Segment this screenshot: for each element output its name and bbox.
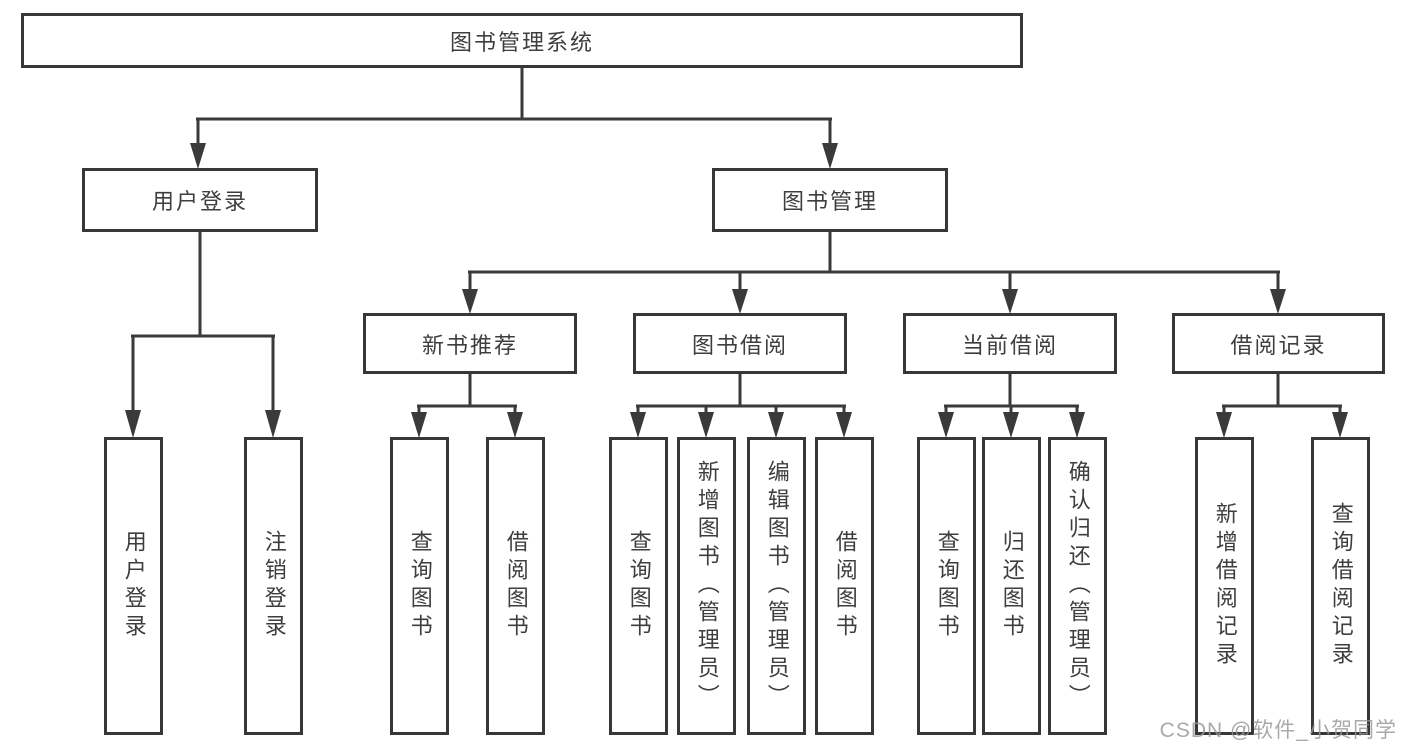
csdn-watermark: CSDN @软件_小贺同学 xyxy=(1159,719,1397,742)
connector-bookmgmt-to-level3 xyxy=(462,232,1286,314)
leaf-edit-books-admin: 编辑图书（管理员） xyxy=(747,437,806,735)
node-label: 图书管理 xyxy=(781,189,878,214)
leaf-add-books-admin: 新增图书（管理员） xyxy=(677,437,736,735)
leaf-borrow-books-1: 借阅图书 xyxy=(486,437,545,735)
node-label: 编辑图书（管理员） xyxy=(764,460,790,712)
node-user-login: 用户登录 xyxy=(82,168,318,232)
node-label: 借阅图书 xyxy=(503,530,529,642)
leaf-logout: 注销登录 xyxy=(244,437,303,735)
node-label: 注销登录 xyxy=(261,530,287,642)
leaf-borrow-books-2: 借阅图书 xyxy=(815,437,874,735)
node-label: 确认归还（管理员） xyxy=(1065,460,1091,712)
node-label: 借阅记录 xyxy=(1230,332,1327,358)
connector-userlogin-to-leaves xyxy=(125,232,281,438)
connector-borrow-to-leaves xyxy=(630,374,852,438)
node-book-management: 图书管理 xyxy=(712,168,948,232)
node-label: 当前借阅 xyxy=(961,332,1058,358)
connector-root-to-level2 xyxy=(190,68,838,169)
node-borrow-records: 借阅记录 xyxy=(1172,313,1385,374)
connector-current-to-leaves xyxy=(938,374,1085,438)
leaf-user-login: 用户登录 xyxy=(104,437,163,735)
node-current-borrow: 当前借阅 xyxy=(903,313,1117,374)
leaf-query-books-1: 查询图书 xyxy=(390,437,449,735)
node-root-library-system: 图书管理系统 xyxy=(21,13,1023,68)
node-label: 新增图书（管理员） xyxy=(694,460,720,712)
connector-newbooks-to-leaves xyxy=(411,374,523,438)
leaf-confirm-return-admin: 确认归还（管理员） xyxy=(1048,437,1107,735)
node-label: 图书管理系统 xyxy=(449,29,594,55)
node-label: 用户登录 xyxy=(121,530,147,642)
leaf-query-borrow-record: 查询借阅记录 xyxy=(1311,437,1370,735)
connector-records-to-leaves xyxy=(1216,374,1348,438)
node-new-book-recommend: 新书推荐 xyxy=(363,313,577,374)
node-label: 新书推荐 xyxy=(421,332,518,358)
node-label: 查询图书 xyxy=(407,530,433,642)
node-label: 查询借阅记录 xyxy=(1328,502,1354,670)
node-label: 借阅图书 xyxy=(832,530,858,642)
leaf-add-borrow-record: 新增借阅记录 xyxy=(1195,437,1254,735)
node-label: 用户登录 xyxy=(151,189,248,214)
node-label: 查询图书 xyxy=(934,530,960,642)
node-book-borrow: 图书借阅 xyxy=(633,313,847,374)
leaf-query-books-2: 查询图书 xyxy=(609,437,668,735)
leaf-return-books: 归还图书 xyxy=(982,437,1041,735)
leaf-query-books-3: 查询图书 xyxy=(917,437,976,735)
node-label: 图书借阅 xyxy=(691,332,788,358)
node-label: 查询图书 xyxy=(626,530,652,642)
node-label: 新增借阅记录 xyxy=(1212,502,1238,670)
node-label: 归还图书 xyxy=(999,530,1025,642)
